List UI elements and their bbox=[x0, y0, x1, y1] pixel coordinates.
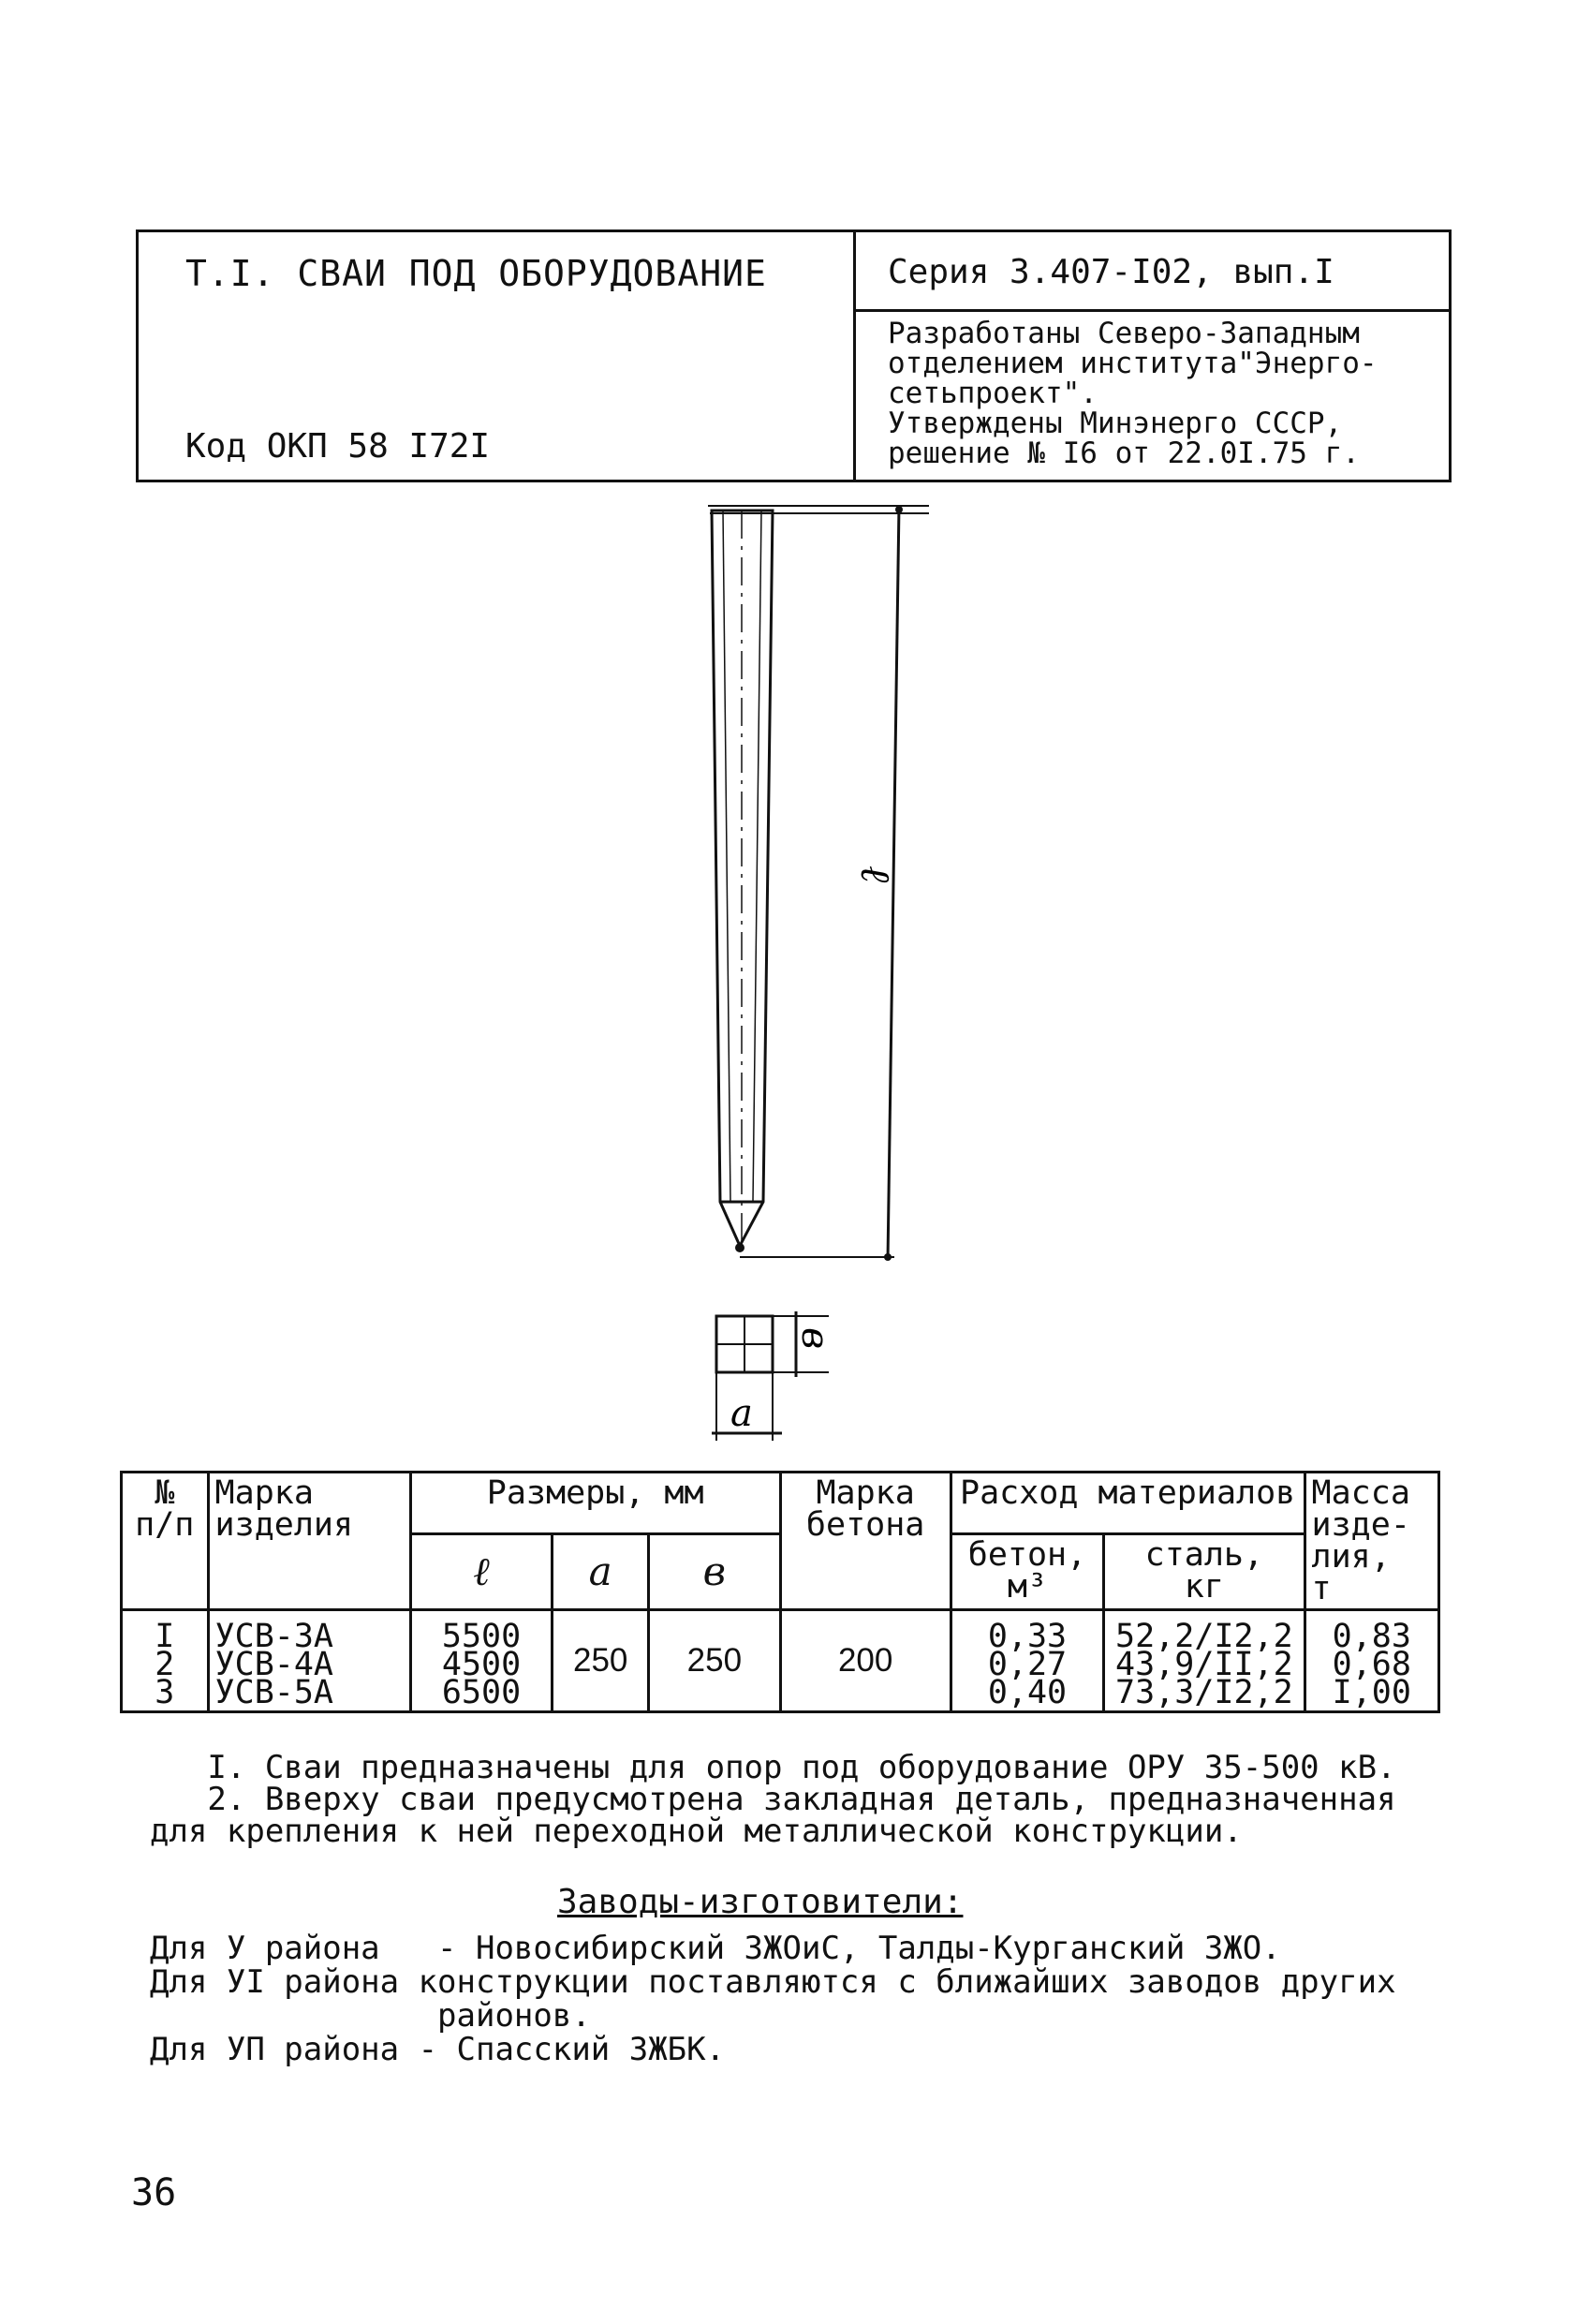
row-concrete: 0,33 bbox=[987, 1618, 1068, 1655]
numbers-cell: I 2 3 bbox=[120, 1608, 210, 1713]
header-dimensions: Размеры, мм bbox=[408, 1471, 782, 1535]
width-label: а bbox=[730, 1392, 753, 1435]
developer-line: решение № I6 от 22.0I.75 г. bbox=[888, 437, 1360, 470]
pile-edge-line bbox=[722, 510, 731, 1203]
row-mass: 0,83 bbox=[1332, 1618, 1411, 1655]
header-width: а bbox=[551, 1532, 651, 1611]
concrete-cell: 0,33 0,27 0,40 bbox=[949, 1608, 1106, 1713]
row-mass: I,00 bbox=[1332, 1674, 1411, 1711]
manufacturers-list: Для У района - Новосибирский ЗЖОиС, Талд… bbox=[150, 1932, 1461, 2066]
page-number: 36 bbox=[131, 2171, 177, 2214]
depth-label: в bbox=[793, 1327, 836, 1349]
developer-line: Утверждены Минэнерго СССР, bbox=[888, 407, 1343, 440]
row-steel: 52,2/I2,2 bbox=[1115, 1618, 1293, 1655]
row-mass: 0,68 bbox=[1332, 1646, 1411, 1683]
header-concrete: бетон, м³ bbox=[949, 1532, 1106, 1611]
pile-outline bbox=[710, 509, 774, 1250]
row-steel: 73,3/I2,2 bbox=[1115, 1674, 1293, 1711]
title-block-divider bbox=[853, 309, 1449, 312]
document-title: Т.I. СВАИ ПОД ОБОРУДОВАНИЕ bbox=[185, 253, 767, 294]
note-line: 2. Вверху сваи предусмотрена закладная д… bbox=[150, 1781, 1396, 1818]
pile-drawing: ℓ в а bbox=[708, 505, 929, 1441]
depth-value: 250 bbox=[647, 1608, 782, 1713]
row-number: 3 bbox=[155, 1674, 175, 1711]
row-steel: 43,9/II,2 bbox=[1115, 1646, 1293, 1683]
manufacturer-line: Для УI района конструкции поставляются с… bbox=[150, 1963, 1396, 2001]
developer-info: Разработаны Северо-Западным отделением и… bbox=[888, 318, 1440, 468]
row-mark: УСВ-3А bbox=[214, 1618, 333, 1655]
row-length: 4500 bbox=[441, 1646, 522, 1683]
table-body-row: I 2 3 УСВ-3А УСВ-4А УСВ-5А 5500 4500 650… bbox=[120, 1608, 1441, 1713]
series-label: Серия 3.407-I02, вып.I bbox=[888, 253, 1334, 291]
header-materials: Расход материалов bbox=[949, 1471, 1306, 1535]
concrete-mark-value: 200 bbox=[778, 1608, 952, 1713]
developer-line: отделением института"Энерго- bbox=[888, 347, 1378, 380]
developer-line: сетьпроект". bbox=[888, 377, 1098, 410]
note-line: для крепления к ней переходной металличе… bbox=[150, 1813, 1243, 1850]
okp-code: Код ОКП 58 I72I bbox=[185, 427, 491, 466]
steel-cell: 52,2/I2,2 43,9/II,2 73,3/I2,2 bbox=[1102, 1608, 1306, 1713]
title-block-divider bbox=[853, 232, 856, 480]
pile-spec-table: № п/п Марка изделия Размеры, мм Марка бе… bbox=[120, 1471, 1441, 1713]
row-length: 5500 bbox=[441, 1618, 522, 1655]
row-concrete: 0,40 bbox=[987, 1674, 1068, 1711]
manufacturers-title: Заводы-изготовители: bbox=[557, 1883, 964, 1921]
length-dimension-line bbox=[886, 505, 901, 1261]
dimension-tick bbox=[895, 506, 903, 513]
header-depth: в bbox=[647, 1532, 782, 1611]
notes: I. Сваи предназначены для опор под обору… bbox=[150, 1752, 1452, 1847]
lengths-cell: 5500 4500 6500 bbox=[408, 1608, 554, 1713]
manufacturer-line: Для У района - Новосибирский ЗЖОиС, Талд… bbox=[150, 1930, 1281, 1967]
row-mark: УСВ-5А bbox=[214, 1674, 333, 1711]
header-steel: сталь, кг bbox=[1102, 1532, 1306, 1611]
header-length: ℓ bbox=[408, 1532, 554, 1611]
header-number: № п/п bbox=[120, 1471, 210, 1611]
row-number: 2 bbox=[155, 1646, 175, 1683]
row-number: I bbox=[155, 1618, 175, 1655]
pile-tip-point bbox=[735, 1243, 744, 1252]
dimension-tick bbox=[884, 1253, 892, 1261]
developer-line: Разработаны Северо-Западным bbox=[888, 317, 1360, 350]
manufacturer-line: районов. bbox=[150, 1997, 591, 2035]
note-line: I. Сваи предназначены для опор под обору… bbox=[150, 1749, 1396, 1786]
mass-cell: 0,83 0,68 I,00 bbox=[1303, 1608, 1441, 1713]
length-label: ℓ bbox=[851, 866, 899, 883]
title-block: Т.I. СВАИ ПОД ОБОРУДОВАНИЕ Код ОКП 58 I7… bbox=[136, 229, 1452, 482]
header-mass: Масса изде- лия, т bbox=[1303, 1471, 1441, 1611]
pile-edge-line bbox=[752, 510, 762, 1203]
header-concrete-mark: Марка бетона bbox=[778, 1471, 952, 1611]
table-header-row: № п/п Марка изделия Размеры, мм Марка бе… bbox=[120, 1471, 1441, 1611]
manufacturer-line: Для УП района - Спасский ЗЖБК. bbox=[150, 2031, 726, 2068]
row-mark: УСВ-4А bbox=[214, 1646, 333, 1683]
width-value: 250 bbox=[551, 1608, 651, 1713]
header-mark: Марка изделия bbox=[206, 1471, 412, 1611]
table-subheader-row: ℓ а в бетон, м³ сталь, кг bbox=[122, 1532, 1439, 1611]
row-length: 6500 bbox=[441, 1674, 522, 1711]
row-concrete: 0,27 bbox=[987, 1646, 1068, 1683]
marks-cell: УСВ-3А УСВ-4А УСВ-5А bbox=[206, 1608, 412, 1713]
